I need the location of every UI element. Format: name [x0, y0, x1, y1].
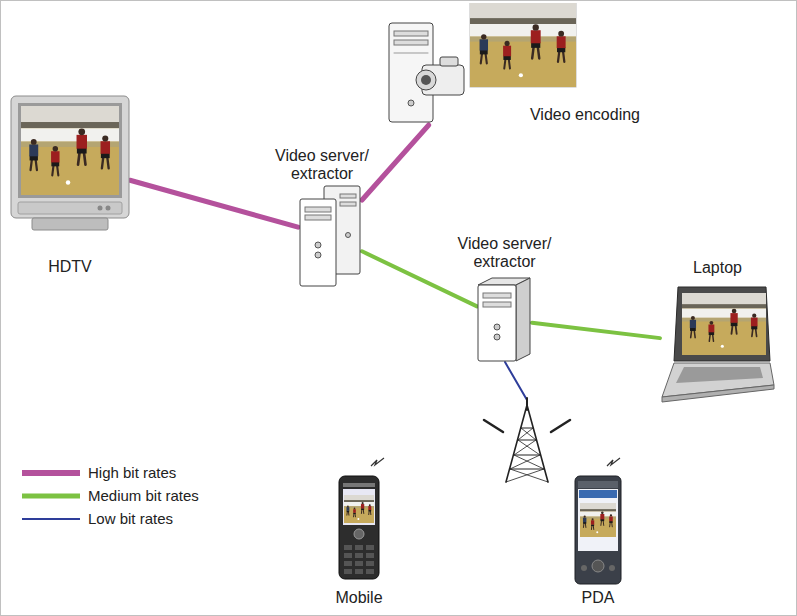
- label-holder: Laptop: [660, 259, 775, 277]
- device-label: HDTV: [10, 258, 130, 276]
- bitrate-link: [362, 125, 429, 200]
- link-line: [130, 180, 298, 227]
- video-server: Video server/ extractor: [298, 185, 362, 287]
- label-holder: HDTV: [10, 258, 130, 276]
- legend-label: High bit rates: [20, 463, 176, 483]
- video-server-icon: [477, 277, 532, 362]
- hdtv-set-icon: [10, 95, 130, 232]
- link-line: [362, 125, 429, 200]
- legend-label: Low bit rates: [20, 509, 173, 529]
- link-line: [362, 251, 477, 306]
- pda-device: PDA: [574, 475, 622, 585]
- video-server: Video server/ extractor: [477, 277, 532, 362]
- mobile-phone: Mobile: [338, 475, 380, 580]
- legend-item: Low bit rates: [20, 509, 173, 529]
- label-holder: Video server/ extractor: [452, 235, 557, 271]
- pda-device-icon: [574, 475, 622, 585]
- label-holder: Video encoding: [520, 106, 650, 124]
- legend-label: Medium bit rates: [20, 486, 199, 506]
- device-label: Mobile: [313, 589, 405, 607]
- legend-item: Medium bit rates: [20, 486, 199, 506]
- legend-line-sample: [20, 509, 82, 529]
- label-holder: Mobile: [313, 589, 405, 607]
- link-line: [532, 323, 660, 338]
- legend-item: High bit rates: [20, 463, 176, 483]
- encoding-station: Video encoding: [388, 3, 578, 125]
- device-label: Laptop: [660, 259, 775, 277]
- bitrate-link: [130, 180, 298, 227]
- label-holder: Video server/ extractor: [267, 147, 377, 183]
- hdtv-set: HDTV: [10, 95, 130, 232]
- device-label: Video server/ extractor: [267, 147, 377, 183]
- wireless-signal: [371, 458, 384, 466]
- legend-line-sample: [20, 463, 82, 483]
- bitrate-link: [532, 323, 660, 338]
- bitrate-link: [362, 251, 477, 306]
- wireless-signal: [607, 458, 620, 466]
- label-holder: PDA: [549, 589, 647, 607]
- low-bitrate-link: [505, 362, 527, 400]
- laptop-device-icon: [660, 285, 775, 405]
- laptop-device: Laptop: [660, 285, 775, 405]
- video-server-icon: [298, 185, 362, 287]
- mobile-phone-icon: [338, 475, 380, 580]
- radio-tower: [484, 362, 570, 482]
- device-label: Video server/ extractor: [452, 235, 557, 271]
- device-label: PDA: [549, 589, 647, 607]
- legend-line-sample: [20, 486, 82, 506]
- device-label: Video encoding: [520, 106, 650, 124]
